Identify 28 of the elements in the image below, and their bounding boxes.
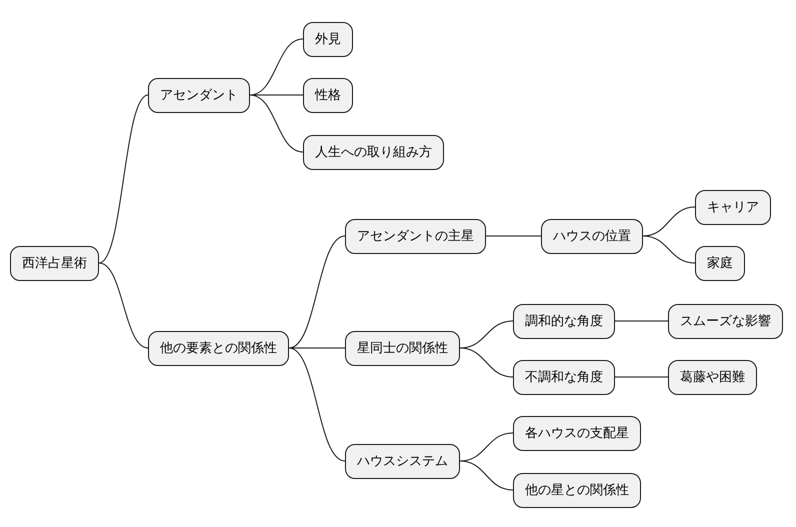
connector-line — [642, 236, 696, 264]
topic-box: スムーズな影響 — [668, 304, 783, 338]
topic-box: 各ハウスの支配星 — [513, 416, 641, 450]
topic-box: ハウスシステム — [345, 444, 460, 478]
topic-box: 家庭 — [695, 246, 745, 280]
topic-box: 外見 — [303, 22, 353, 56]
connector-line — [460, 460, 514, 490]
connector-line — [288, 348, 346, 462]
topic-box: 葛藤や困難 — [668, 360, 757, 394]
topic-box: 西洋占星術 — [10, 246, 99, 280]
topic-box: 調和的な角度 — [513, 304, 615, 338]
connector-line — [614, 320, 668, 322]
topic-box: 性格 — [303, 78, 353, 112]
topic-box: キャリア — [695, 190, 771, 224]
connector-line — [288, 236, 346, 348]
topic-box: 他の星との関係性 — [513, 472, 641, 508]
connector-line — [460, 348, 514, 378]
connector-line — [250, 94, 304, 152]
topic-box: アセンダント — [148, 78, 250, 112]
topic-box: 他の要素との関係性 — [148, 330, 289, 366]
topic-box: アセンダントの主星 — [345, 218, 486, 254]
connector-line — [98, 94, 148, 264]
topic-box: 星同士の関係性 — [345, 330, 460, 366]
topic-box: 人生への取り組み方 — [303, 134, 444, 170]
topic-box: ハウスの位置 — [541, 218, 643, 254]
connector-line — [98, 262, 148, 348]
connector-line — [614, 376, 668, 378]
topic-box: 不調和な角度 — [513, 360, 615, 394]
